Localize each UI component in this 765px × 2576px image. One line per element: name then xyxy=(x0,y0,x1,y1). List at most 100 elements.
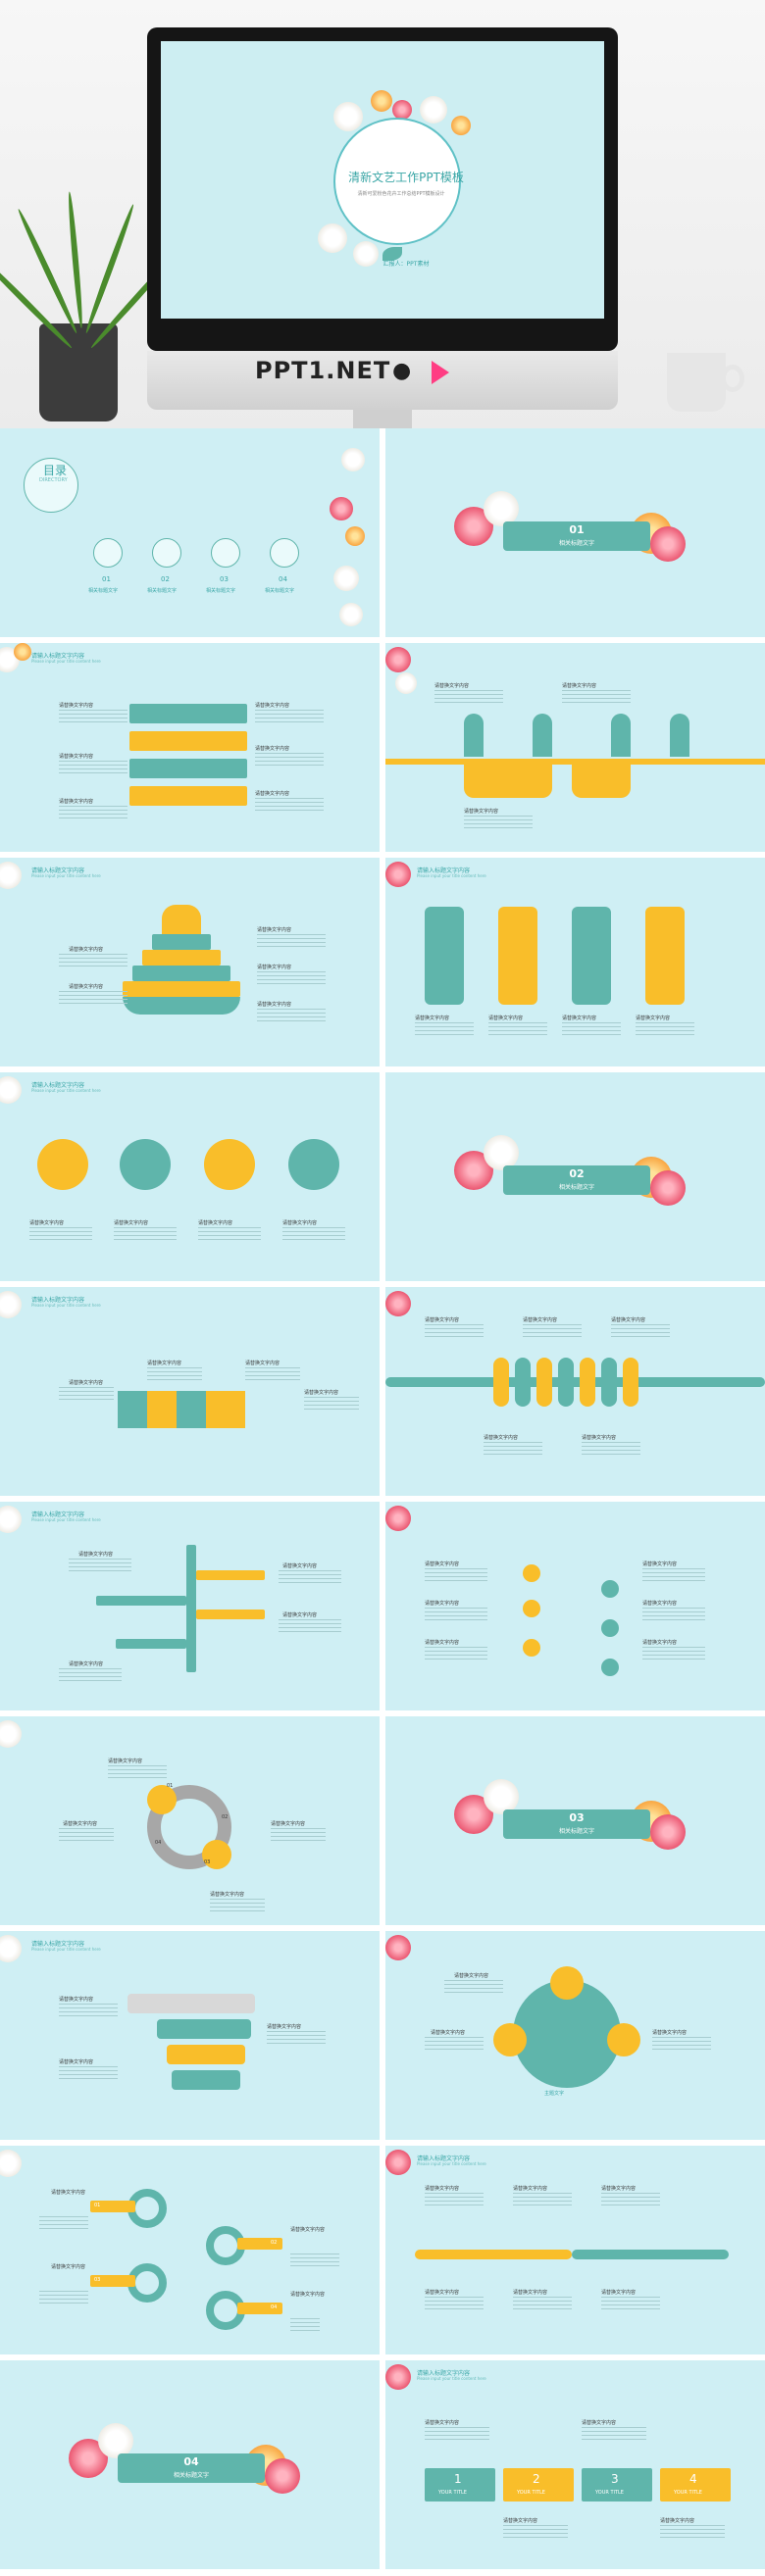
branch-stem xyxy=(186,1545,196,1672)
cover-author: 汇报人：PPT素材 xyxy=(382,261,430,268)
item-title: 请替换文字内容 xyxy=(63,1821,98,1827)
section-title-box: 02 相关标题文字 xyxy=(503,1165,650,1195)
timeline-block: 2 YOUR TITLE xyxy=(503,2468,574,2502)
toc-item-label[interactable]: 相关标题文字 xyxy=(88,588,119,594)
text-placeholder xyxy=(601,2193,660,2206)
slide-spring[interactable]: 请替换文字内容 请替换文字内容 请替换文字内容 请替换文字内容 请替换文字内容 xyxy=(385,1287,765,1496)
item-title: 请替换文字内容 xyxy=(425,1561,460,1567)
text-placeholder xyxy=(523,1324,582,1338)
slide-octagon-cycle[interactable]: 01 02 03 04 请替换文字内容 请替换文字内容 请替换文字内容 请替换文… xyxy=(0,1716,380,1925)
block-label: YOUR TITLE xyxy=(517,2490,545,2496)
slide-ribbon[interactable]: 请输入标题文字内容 Please input your title conten… xyxy=(0,1931,380,2140)
toc-item-number: 03 xyxy=(220,575,229,583)
toc-item-label[interactable]: 相关标题文字 xyxy=(147,588,178,594)
monitor-icon xyxy=(204,1139,255,1190)
text-placeholder xyxy=(425,2037,484,2051)
slide-branch-arrows[interactable]: 请输入标题文字内容 Please input your title conten… xyxy=(0,1502,380,1710)
slide-arrow-list[interactable]: 请输入标题文字内容 Please input your title conten… xyxy=(0,643,380,852)
item-title: 请替换文字内容 xyxy=(267,2024,302,2030)
node-circle xyxy=(607,2023,640,2056)
text-placeholder xyxy=(59,2066,118,2080)
tab-card xyxy=(425,907,464,1005)
item-title: 请替换文字内容 xyxy=(484,1435,519,1441)
slide-wave-flow[interactable]: 请替换文字内容 请替换文字内容 请替换文字内容 xyxy=(385,643,765,852)
item-title: 请替换文字内容 xyxy=(425,2186,460,2192)
text-placeholder xyxy=(69,1559,131,1572)
ribbon-band xyxy=(167,2045,245,2064)
hero-mockup: 清新文艺工作PPT模板 清新可爱粉色花卉工作总结PPT模板设计 汇报人：PPT素… xyxy=(0,0,765,428)
item-title: 请替换文字内容 xyxy=(503,2518,538,2524)
cycle-label: 04 xyxy=(155,1840,162,1846)
slide-tab-rings[interactable]: 01 03 02 04 请替换文字内容 请替换文字内容 请替换文字内容 请替换文… xyxy=(0,2146,380,2354)
slide-numbered-blocks[interactable]: 请输入标题文字内容 Please input your title conten… xyxy=(385,2360,765,2569)
item-title: 请替换文字内容 xyxy=(562,1016,597,1021)
section-title-box: 03 相关标题文字 xyxy=(503,1809,650,1839)
item-title: 请替换文字内容 xyxy=(513,2186,548,2192)
item-title: 请替换文字内容 xyxy=(210,1892,245,1898)
toc-item-label[interactable]: 相关标题文字 xyxy=(206,588,236,594)
flower-decoration xyxy=(265,2458,300,2494)
slide-section-03[interactable]: 03 相关标题文字 xyxy=(385,1716,765,1925)
text-placeholder xyxy=(59,2004,118,2017)
slide-section-04[interactable]: 04 相关标题文字 xyxy=(0,2360,380,2569)
item-title: 请替换文字内容 xyxy=(257,965,292,970)
toc-item-icon xyxy=(270,538,299,568)
slide-circle-icons[interactable]: 请输入标题文字内容 Please input your title conten… xyxy=(0,1072,380,1281)
imac-screen: 清新文艺工作PPT模板 清新可爱粉色花卉工作总结PPT模板设计 汇报人：PPT素… xyxy=(161,41,604,319)
text-placeholder xyxy=(59,1668,122,1682)
slide-center-circle[interactable]: 主题文字 请替换文字内容 请替换文字内容 请替换文字内容 xyxy=(385,1931,765,2140)
text-placeholder xyxy=(279,1570,341,1584)
toc-item-icon xyxy=(152,538,181,568)
slide-subheading: Please input your title content here xyxy=(31,1303,101,1308)
tab-card xyxy=(645,907,685,1005)
slide-chevrons[interactable]: 请输入标题文字内容 Please input your title conten… xyxy=(0,1287,380,1496)
toc-item-label[interactable]: 相关标题文字 xyxy=(265,588,295,594)
slide-subheading: Please input your title content here xyxy=(31,873,101,878)
text-placeholder xyxy=(652,2037,711,2051)
item-title: 请替换文字内容 xyxy=(59,799,94,805)
slide-heading: 请输入标题文字内容 xyxy=(31,1941,85,1948)
text-placeholder xyxy=(59,954,128,967)
database-icon xyxy=(37,1139,88,1190)
item-title: 请替换文字内容 xyxy=(488,1016,524,1021)
text-placeholder xyxy=(503,2525,568,2539)
item-title: 请替换文字内容 xyxy=(198,1220,233,1226)
timeline-block: 1 YOUR TITLE xyxy=(425,2468,495,2502)
tablet-icon xyxy=(288,1139,339,1190)
text-placeholder xyxy=(434,690,503,704)
slide-hexagon-chain[interactable]: 请替换文字内容 请替换文字内容 请替换文字内容 请替换文字内容 请替换文字内容 … xyxy=(385,1502,765,1710)
text-placeholder xyxy=(29,1227,92,1241)
text-placeholder xyxy=(464,816,533,829)
text-placeholder xyxy=(147,1367,202,1381)
slide-pyramid[interactable]: 请输入标题文字内容 Please input your title conten… xyxy=(0,858,380,1066)
spring-axis xyxy=(385,1377,765,1387)
item-title: 请替换文字内容 xyxy=(108,1759,143,1764)
section-number: 01 xyxy=(569,523,585,536)
flower-decoration xyxy=(420,96,447,124)
text-placeholder xyxy=(257,971,326,985)
text-placeholder xyxy=(290,2254,339,2267)
text-placeholder xyxy=(59,991,128,1005)
flower-decoration xyxy=(395,672,417,694)
flower-decoration xyxy=(353,241,379,267)
chevron-shape xyxy=(206,1391,245,1428)
toc-item-number: 01 xyxy=(102,575,111,583)
slide-subheading: Please input your title content here xyxy=(417,2376,486,2381)
item-title: 请替换文字内容 xyxy=(282,1220,318,1226)
cycle-segment xyxy=(147,1785,177,1814)
leaf-decoration xyxy=(382,247,402,261)
text-placeholder xyxy=(642,1608,705,1621)
slide-toc[interactable]: 目录 DIRECTORY 01 相关标题文字 02 相关标题文字 03 相关标题… xyxy=(0,428,380,637)
slide-timeline[interactable]: 请输入标题文字内容 Please input your title conten… xyxy=(385,2146,765,2354)
flower-decoration xyxy=(318,223,347,253)
toc-subtitle: DIRECTORY xyxy=(39,477,68,483)
text-placeholder xyxy=(562,1022,621,1036)
slide-section-02[interactable]: 02 相关标题文字 xyxy=(385,1072,765,1281)
slide-four-tabs[interactable]: 请输入标题文字内容 Please input your title conten… xyxy=(385,858,765,1066)
text-placeholder xyxy=(245,1367,300,1381)
slide-heading: 请输入标题文字内容 xyxy=(417,2370,471,2377)
flow-loop xyxy=(572,765,631,798)
slide-section-01[interactable]: 01 相关标题文字 xyxy=(385,428,765,637)
item-title: 请替换文字内容 xyxy=(78,1552,114,1558)
item-title: 请替换文字内容 xyxy=(304,1390,339,1396)
